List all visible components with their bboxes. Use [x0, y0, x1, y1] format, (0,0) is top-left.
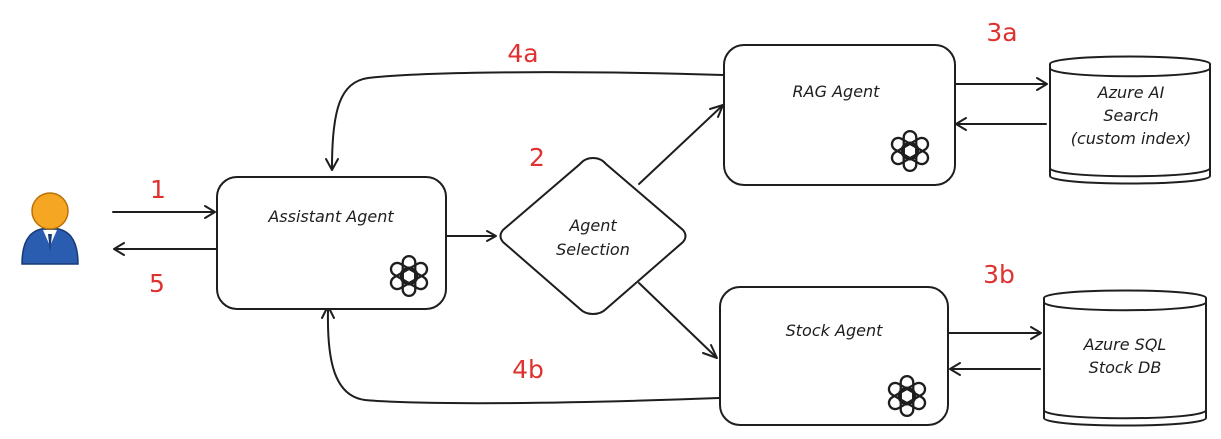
- agent-selection-node: Agent Selection: [499, 156, 687, 316]
- assistant-agent-node: Assistant Agent: [216, 176, 447, 310]
- edge-assistant-to-user: [113, 242, 218, 256]
- user-icon: [21, 192, 79, 265]
- edge-selection-to-rag: [638, 104, 724, 185]
- step-label-2: 2: [529, 143, 545, 172]
- azure-ai-search-line2: Search: [1103, 106, 1158, 125]
- rag-agent-label: RAG Agent: [793, 82, 881, 101]
- azure-sql-stock-db: Azure SQL Stock DB: [1043, 289, 1207, 427]
- stock-agent-label: Stock Agent: [786, 321, 883, 340]
- assistant-agent-label: Assistant Agent: [267, 207, 394, 226]
- azure-sql-line1: Azure SQL: [1083, 335, 1167, 354]
- rag-agent-node: RAG Agent: [723, 44, 956, 186]
- edge-selection-to-stock: [638, 282, 718, 359]
- stock-agent-node: Stock Agent: [719, 286, 949, 426]
- agent-selection-label-line1: Agent: [568, 216, 617, 235]
- step-label-3b: 3b: [983, 260, 1015, 289]
- agent-selection-label-line2: Selection: [556, 240, 630, 259]
- edge-user-to-assistant: [112, 205, 216, 219]
- edge-rag-to-assistant: [325, 71, 724, 171]
- azure-ai-search-db: Azure AI Search (custom index): [1049, 55, 1211, 185]
- azure-sql-line2: Stock DB: [1089, 358, 1162, 377]
- edge-rag-to-search: [954, 77, 1048, 91]
- step-label-1: 1: [150, 175, 166, 204]
- azure-ai-search-line1: Azure AI: [1097, 83, 1165, 102]
- step-label-4b: 4b: [512, 355, 544, 384]
- azure-ai-search-line3: (custom index): [1071, 129, 1192, 148]
- step-label-5: 5: [149, 269, 165, 298]
- edge-sql-to-stock: [949, 362, 1041, 376]
- step-label-4a: 4a: [507, 39, 538, 68]
- step-label-3a: 3a: [986, 18, 1017, 47]
- edge-stock-to-sql: [946, 326, 1042, 340]
- edge-assistant-to-selection: [445, 230, 497, 242]
- edge-search-to-rag: [955, 117, 1047, 131]
